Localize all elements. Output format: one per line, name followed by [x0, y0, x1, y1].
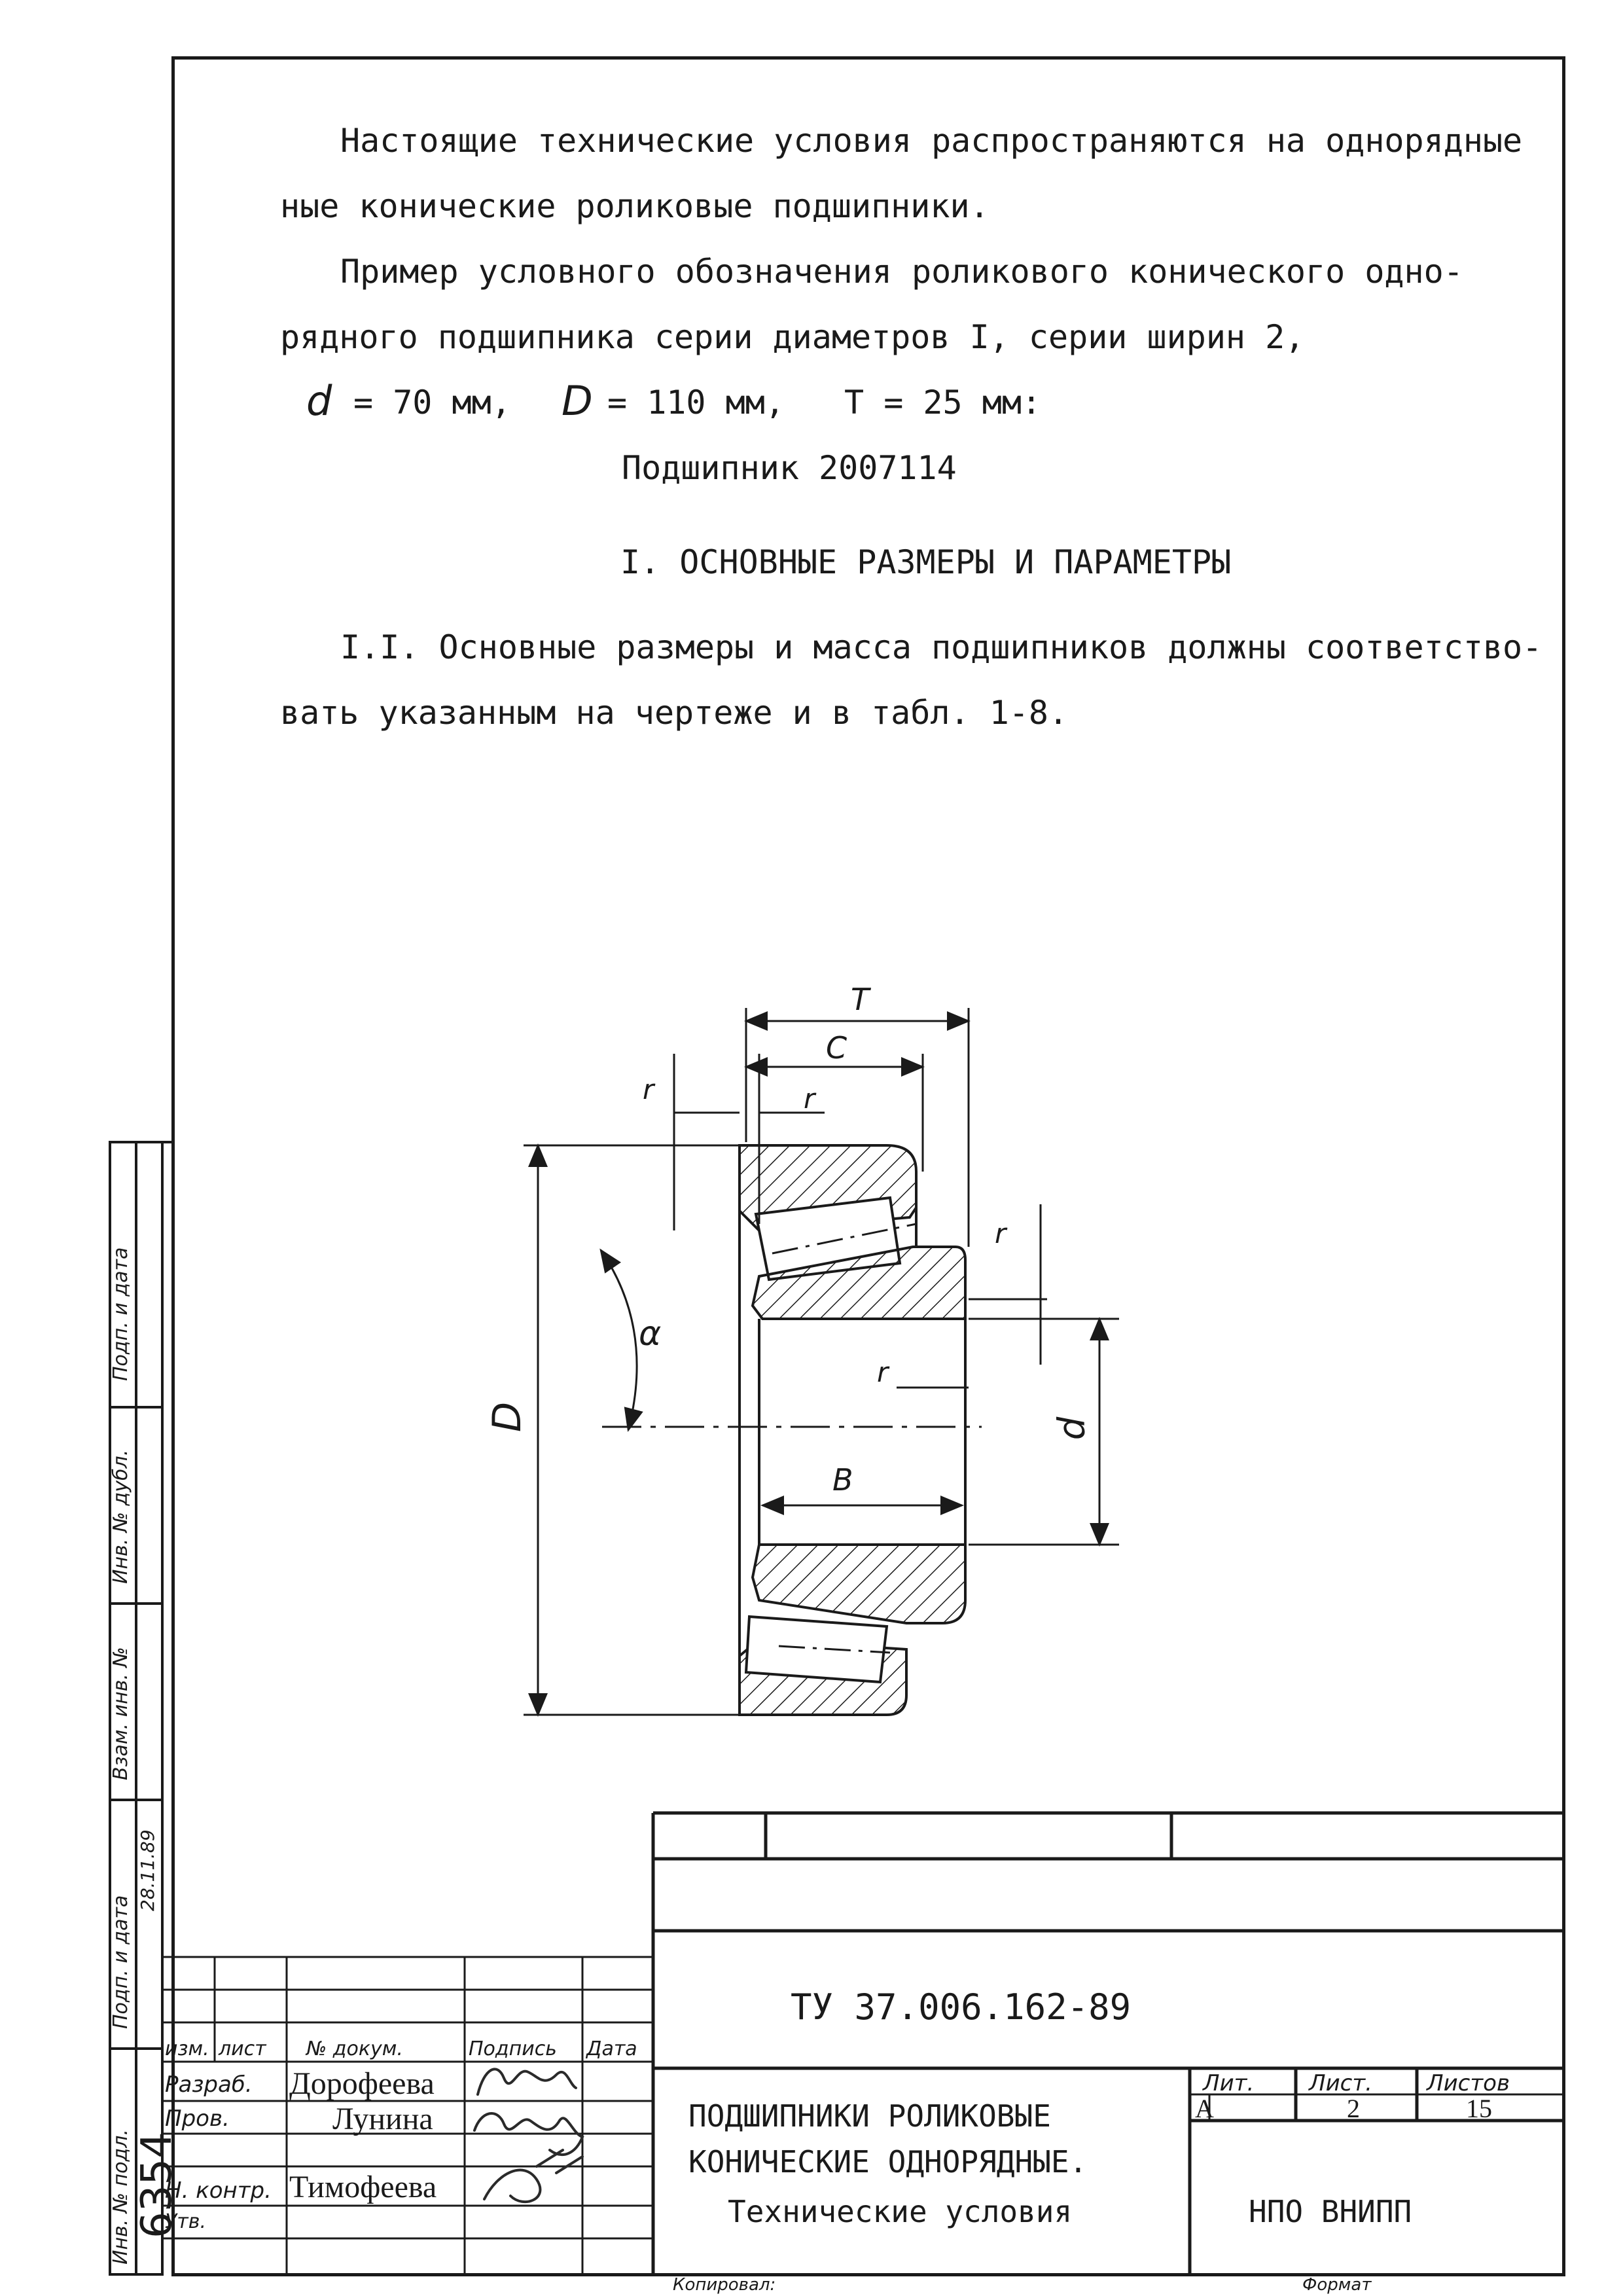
bearing-designation: Подшипник 2007114 — [622, 449, 957, 487]
roller-bottom — [744, 1615, 889, 1684]
dim-D-symbol: D — [562, 377, 593, 425]
dim-D-value: = 110 мм, — [607, 384, 785, 422]
title-line3: Технические условия — [728, 2194, 1073, 2229]
label-r-2: r — [804, 1083, 815, 1115]
label-r-4: r — [877, 1356, 889, 1388]
dim-d-symbol: d — [306, 377, 332, 425]
label-r-3: r — [995, 1217, 1007, 1249]
footer-format: Формат — [1302, 2275, 1372, 2295]
col-izm: изм. — [165, 2037, 209, 2060]
role-norm-control: Н. контр. — [165, 2178, 272, 2204]
organization: НПО ВНИПП — [1249, 2194, 1412, 2229]
name-checker: Лунина — [332, 2102, 433, 2136]
para2-line2: рядного подшипника серии диаметров I, се… — [280, 318, 1305, 356]
lit-label: Лит. — [1203, 2070, 1255, 2096]
section-title: I. ОСНОВНЫЕ РАЗМЕРЫ И ПАРАМЕТРЫ — [620, 543, 1232, 581]
para1-line2: ные конические роликовые подшипники. — [280, 187, 990, 225]
para1-line1: Настоящие технические условия распростра… — [340, 122, 1523, 160]
col-list: лист — [219, 2037, 266, 2060]
doc-code: ТУ 37.006.162-89 — [791, 1986, 1132, 2028]
col-sign: Подпись — [469, 2037, 557, 2060]
role-developer: Разраб. — [165, 2072, 253, 2098]
sheet-frame — [171, 56, 1565, 2276]
sheet-value: 2 — [1347, 2094, 1360, 2123]
label-C: C — [826, 1030, 847, 1066]
para2-line1: Пример условного обозначения роликового … — [340, 253, 1463, 291]
para3-line2: вать указанным на чертеже и в табл. 1-8. — [280, 694, 1069, 732]
dim-T-value: T = 25 мм: — [844, 384, 1042, 422]
name-norm-control: Тимофеева — [289, 2170, 437, 2204]
col-doc: № докум. — [306, 2037, 403, 2060]
sheets-value: 15 — [1466, 2094, 1492, 2123]
col-date: Дата — [586, 2037, 637, 2060]
label-T: T — [851, 982, 870, 1017]
dim-d-value: = 70 мм, — [353, 384, 511, 422]
label-r-1: r — [643, 1073, 654, 1105]
para3-line1: I.I. Основные размеры и масса подшипнико… — [340, 628, 1543, 666]
lit-value: А — [1195, 2094, 1214, 2123]
title-line1: ПОДШИПНИКИ РОЛИКОВЫЕ — [688, 2098, 1051, 2134]
inner-ring-bottom — [751, 1543, 967, 1624]
footer-copied: Копировал: — [673, 2275, 776, 2295]
role-approve: Утв. — [165, 2210, 206, 2233]
sheets-label: Листов — [1427, 2070, 1510, 2096]
role-checker: Пров. — [165, 2106, 230, 2132]
inner-ring-top — [751, 1246, 967, 1320]
label-B: B — [832, 1462, 853, 1498]
name-developer: Дорофеева — [289, 2066, 435, 2101]
label-alpha: α — [639, 1314, 662, 1354]
sheet-label: Лист. — [1309, 2070, 1372, 2096]
title-line2: КОНИЧЕСКИЕ ОДНОРЯДНЫЕ. — [688, 2144, 1088, 2179]
